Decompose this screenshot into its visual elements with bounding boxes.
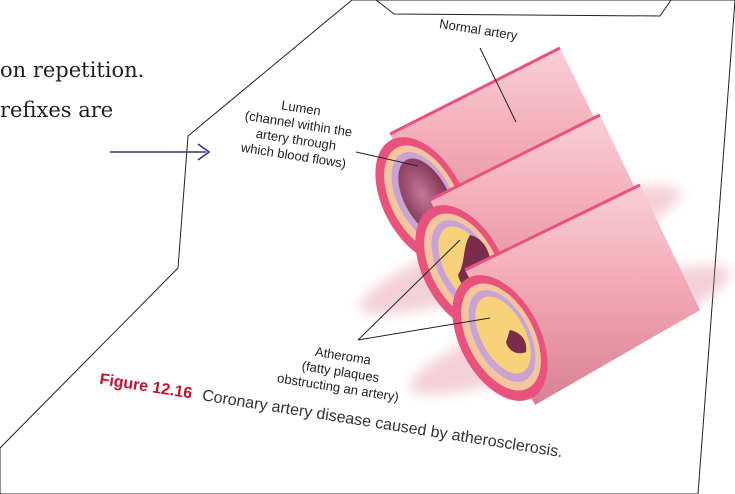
figure-illustration: Normal artery Lumen (channel within the …: [0, 0, 735, 494]
